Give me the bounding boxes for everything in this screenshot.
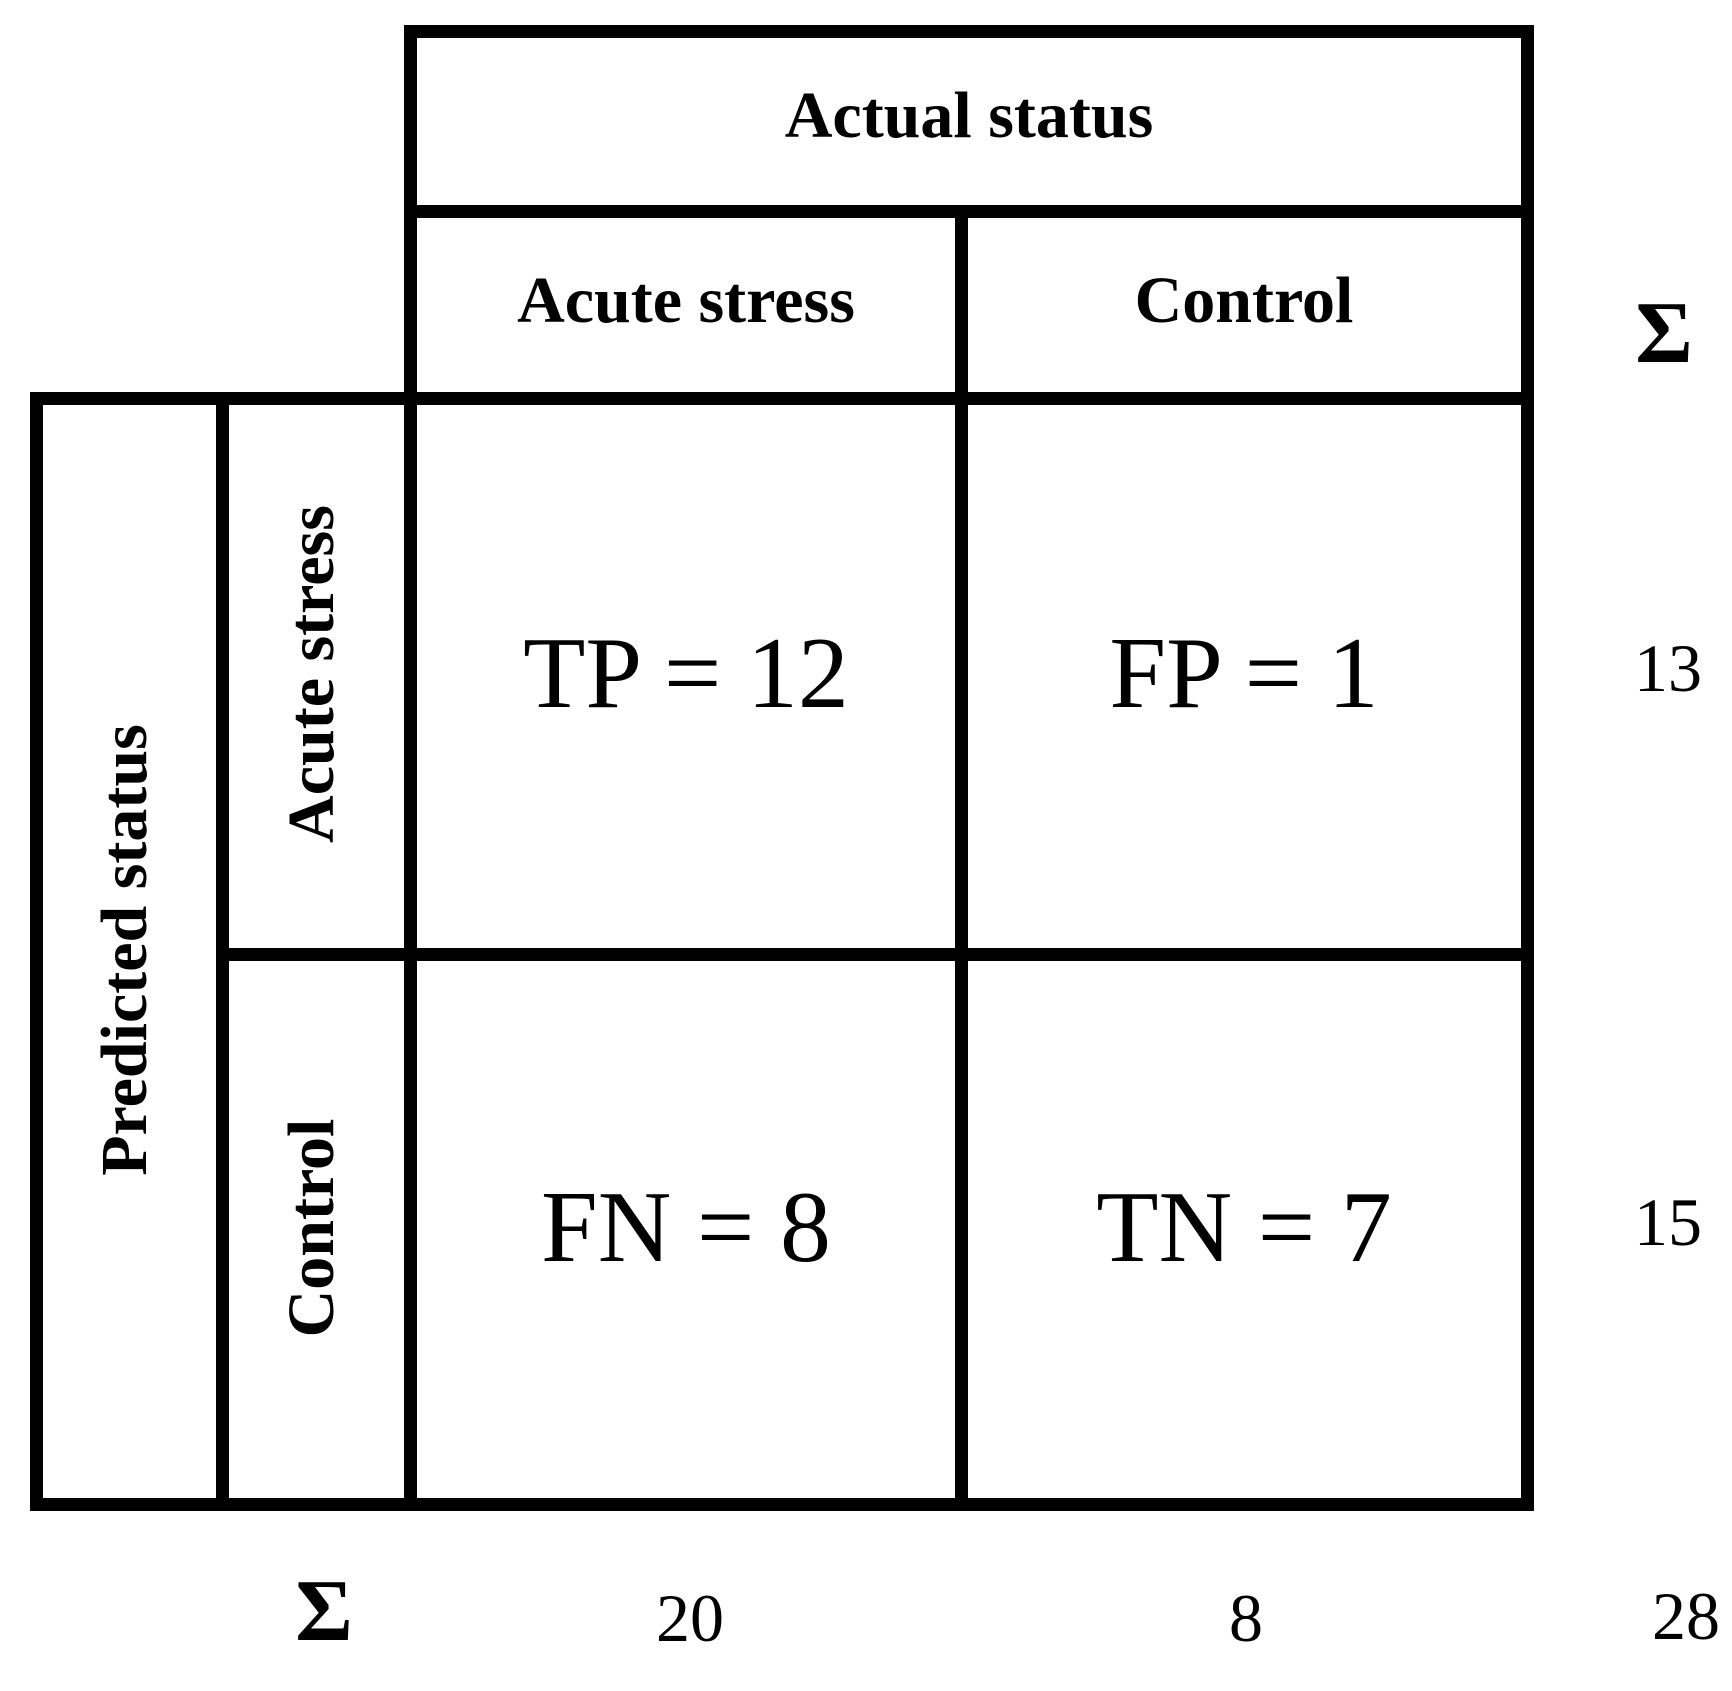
row-sum-control: 15 xyxy=(1634,1184,1702,1260)
grid-line-predicted-divider xyxy=(216,392,229,1511)
grid-line-row-divider xyxy=(216,948,1534,961)
row-header-acute-stress: Acute stress xyxy=(275,505,348,843)
grid-line-left xyxy=(30,392,43,1511)
sigma-row-sums-symbol: Σ xyxy=(1635,285,1693,382)
col-sum-acute-stress: 20 xyxy=(656,1580,724,1656)
grid-line-main-left xyxy=(404,25,417,1511)
grid-line-below-actual-header xyxy=(404,205,1534,218)
column-header-control: Control xyxy=(1134,264,1354,337)
row-header-control: Control xyxy=(275,1118,348,1338)
grid-line-main-top xyxy=(30,392,1534,405)
cell-true-positive: TP = 12 xyxy=(523,617,849,730)
column-header-acute-stress: Acute stress xyxy=(517,264,855,337)
grid-line-right xyxy=(1521,25,1534,1511)
actual-status-header: Actual status xyxy=(784,79,1154,152)
grid-line-bottom xyxy=(30,1498,1534,1511)
grid-line-column-divider xyxy=(955,205,968,1511)
grid-line-top xyxy=(404,25,1534,38)
row-sum-acute-stress: 13 xyxy=(1634,630,1702,706)
cell-false-negative: FN = 8 xyxy=(541,1171,831,1284)
cell-false-positive: FP = 1 xyxy=(1109,617,1379,730)
total-sum: 28 xyxy=(1652,1578,1720,1654)
col-sum-control: 8 xyxy=(1229,1580,1263,1656)
sigma-col-sums-symbol: Σ xyxy=(295,1563,353,1660)
predicted-status-header: Predicted status xyxy=(88,724,161,1176)
cell-true-negative: TN = 7 xyxy=(1096,1171,1392,1284)
